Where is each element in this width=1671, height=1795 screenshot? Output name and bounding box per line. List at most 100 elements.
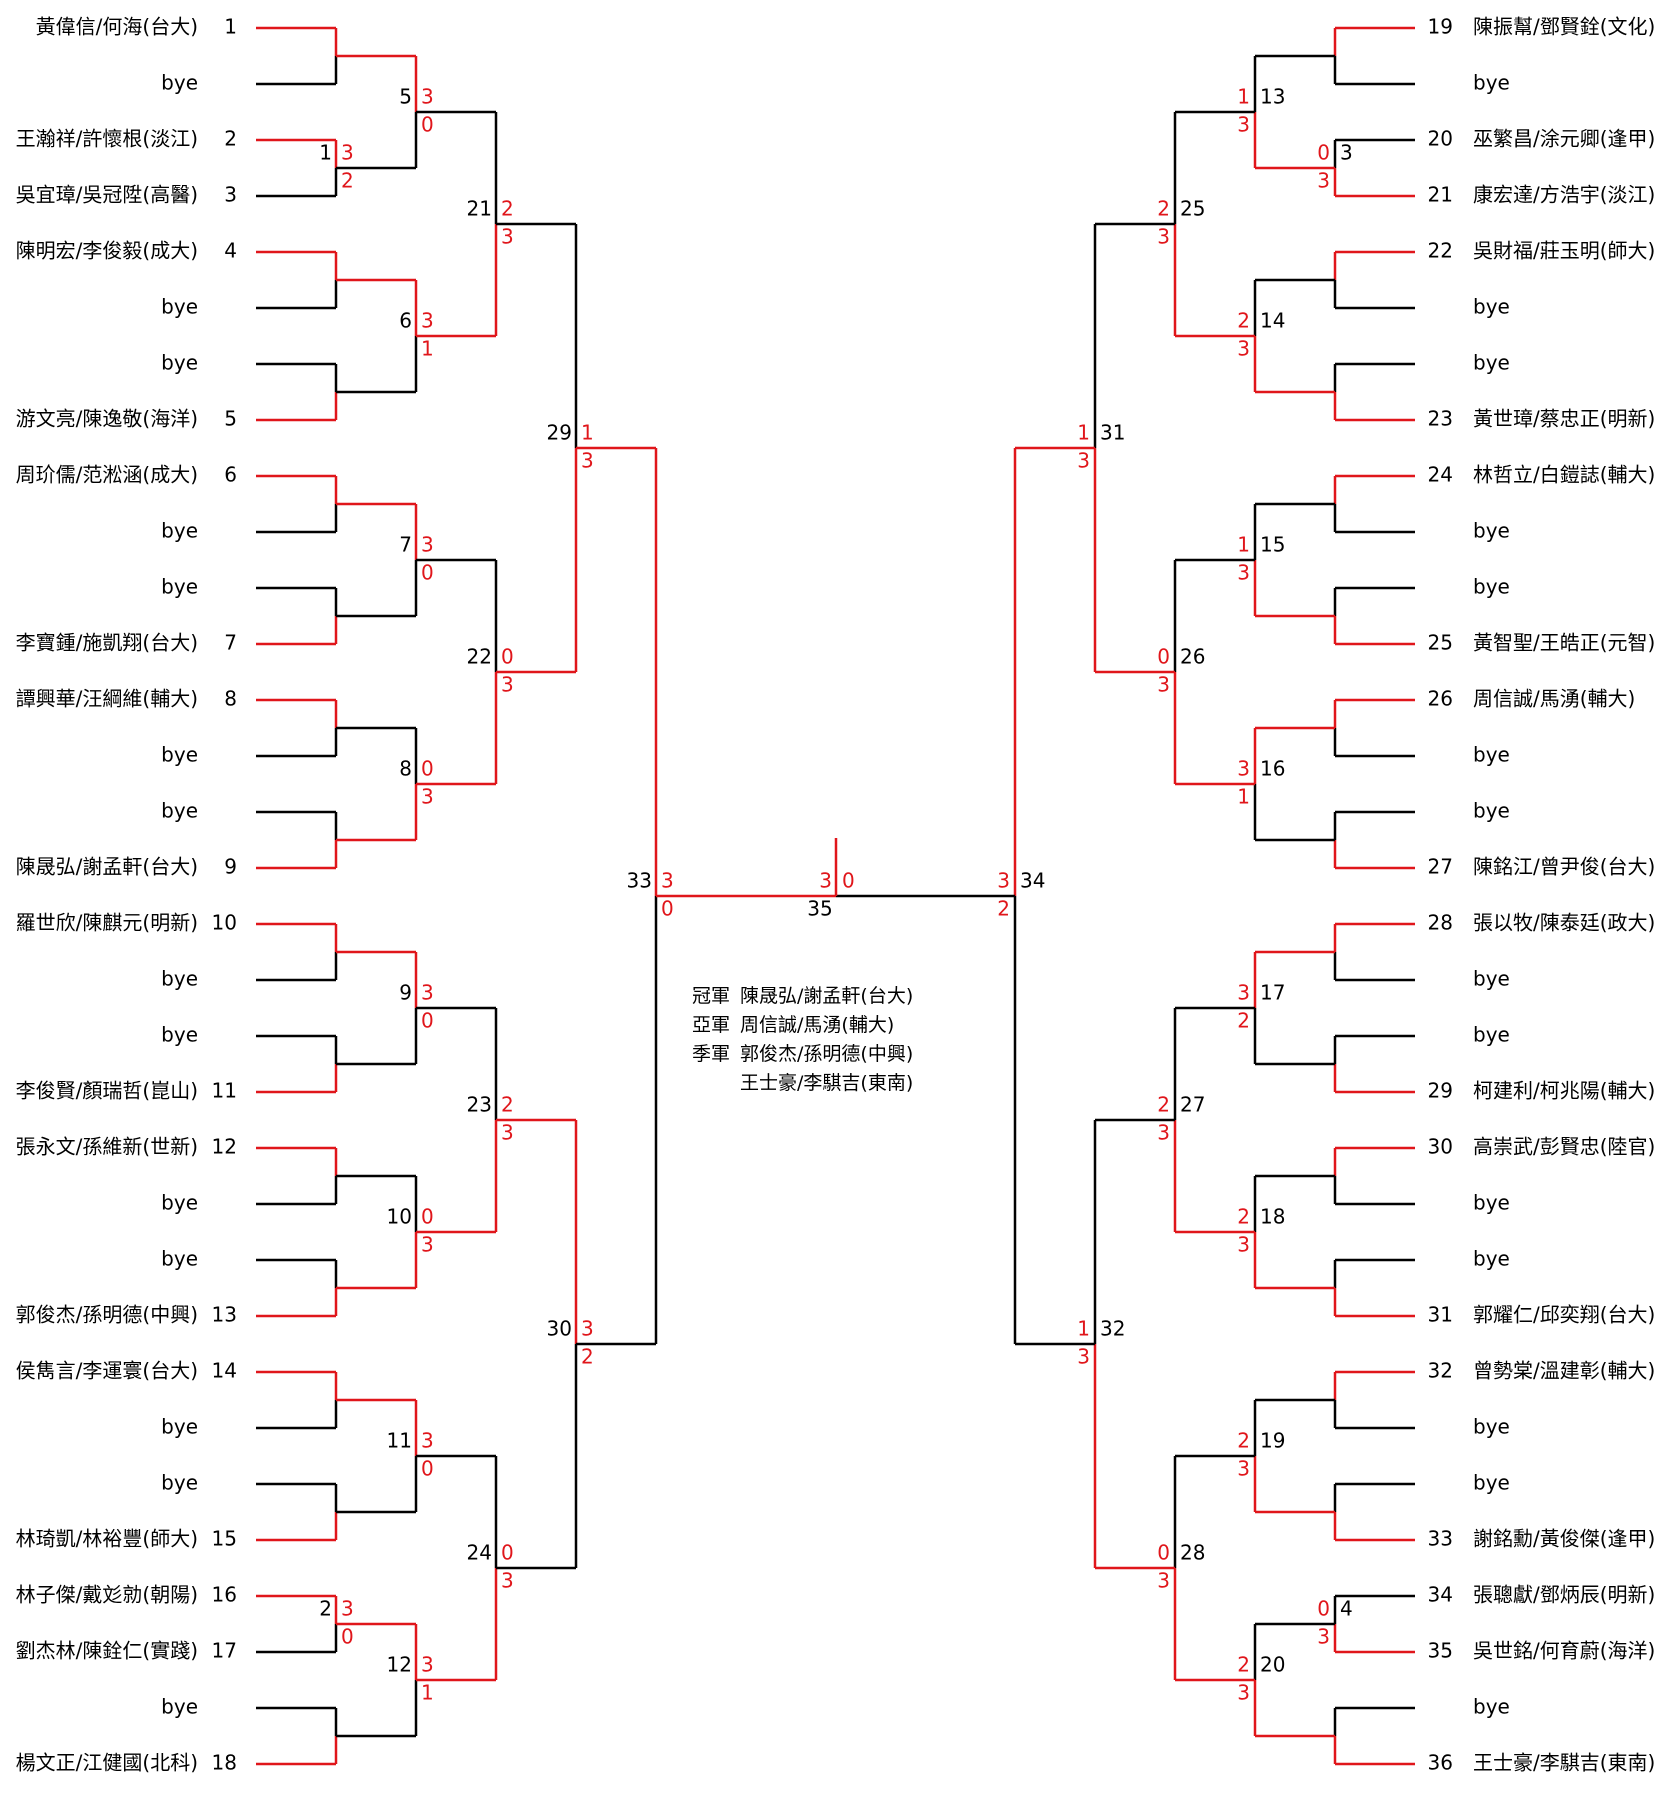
match-score: 2	[997, 897, 1010, 921]
match-score: 0	[421, 1205, 434, 1229]
award-names: 陳晟弘/謝孟軒(台大)	[740, 985, 914, 1007]
match-number: 26	[1180, 645, 1205, 669]
match-number: 7	[399, 533, 412, 557]
player-seed: 12	[212, 1135, 237, 1159]
player-name: bye	[1473, 743, 1510, 767]
match-number: 13	[1260, 85, 1285, 109]
match-score: 1	[1237, 533, 1250, 557]
player-name: bye	[161, 1695, 198, 1719]
match-score: 2	[341, 169, 354, 193]
match-score: 3	[421, 981, 434, 1005]
player-name: 林哲立/白鎧誌(輔大)	[1473, 463, 1655, 487]
match-score: 2	[1157, 197, 1170, 221]
match-score: 3	[1317, 1625, 1330, 1649]
player-seed: 22	[1428, 239, 1453, 263]
player-name: bye	[1473, 71, 1510, 95]
match-score: 3	[1237, 1681, 1250, 1705]
player-seed: 29	[1428, 1079, 1453, 1103]
match-score: 0	[1317, 141, 1330, 165]
player-name: bye	[161, 967, 198, 991]
match-score: 0	[341, 1625, 354, 1649]
match-number: 27	[1180, 1093, 1205, 1117]
match-score: 0	[1317, 1597, 1330, 1621]
player-name: 侯雋言/李運寰(台大)	[16, 1359, 198, 1383]
match-score: 3	[1237, 1457, 1250, 1481]
match-number: 8	[399, 757, 412, 781]
match-number: 16	[1260, 757, 1285, 781]
player-seed: 11	[212, 1079, 237, 1103]
award-title: 亞軍	[692, 1014, 731, 1036]
match-score: 3	[1317, 169, 1330, 193]
player-name: bye	[161, 1191, 198, 1215]
player-name: 王士豪/李騏吉(東南)	[1473, 1751, 1655, 1775]
player-name: bye	[1473, 1415, 1510, 1439]
match-number: 1	[319, 141, 332, 165]
match-score: 3	[501, 1569, 514, 1593]
match-number: 17	[1260, 981, 1285, 1005]
player-name: bye	[161, 351, 198, 375]
player-seed: 16	[212, 1583, 237, 1607]
player-seed: 24	[1428, 463, 1453, 487]
award-third: 季軍郭俊杰/孫明德(中興)	[692, 1040, 913, 1069]
match-score: 3	[1157, 673, 1170, 697]
player-name: 郭俊杰/孫明德(中興)	[16, 1303, 198, 1327]
player-seed: 10	[212, 911, 237, 935]
match-score: 0	[501, 645, 514, 669]
match-score: 3	[341, 141, 354, 165]
final-match-number: 35	[807, 897, 832, 921]
player-name: 張以牧/陳泰廷(政大)	[1473, 911, 1655, 935]
match-score: 0	[421, 561, 434, 585]
player-seed: 34	[1428, 1583, 1453, 1607]
player-name: 高崇武/彭賢忠(陸官)	[1473, 1135, 1655, 1159]
player-seed: 1	[224, 15, 237, 39]
award-runner-up: 亞軍周信誠/馬湧(輔大)	[692, 1011, 913, 1040]
match-score: 3	[421, 1653, 434, 1677]
award-title: 冠軍	[692, 985, 731, 1007]
match-number: 12	[387, 1653, 412, 1677]
match-score: 2	[1157, 1093, 1170, 1117]
player-name: 周玠儒/范淞涵(成大)	[16, 463, 198, 487]
match-score: 3	[1237, 981, 1250, 1005]
player-name: 康宏達/方浩宇(淡江)	[1473, 183, 1655, 207]
awards-list: 冠軍陳晟弘/謝孟軒(台大) 亞軍周信誠/馬湧(輔大) 季軍郭俊杰/孫明德(中興)…	[692, 982, 913, 1098]
match-number: 10	[387, 1205, 412, 1229]
match-number: 33	[627, 869, 652, 893]
match-number: 23	[467, 1093, 492, 1117]
match-number: 14	[1260, 309, 1285, 333]
match-score: 3	[341, 1597, 354, 1621]
player-name: bye	[161, 295, 198, 319]
player-seed: 26	[1428, 687, 1453, 711]
match-score: 3	[997, 869, 1010, 893]
award-title: 季軍	[692, 1043, 731, 1065]
player-name: bye	[1473, 1191, 1510, 1215]
player-seed: 32	[1428, 1359, 1453, 1383]
match-score: 0	[661, 897, 674, 921]
player-seed: 19	[1428, 15, 1453, 39]
match-score: 3	[1237, 337, 1250, 361]
match-score: 1	[1237, 85, 1250, 109]
player-seed: 4	[224, 239, 237, 263]
player-seed: 28	[1428, 911, 1453, 935]
match-score: 3	[501, 673, 514, 697]
player-name: 黃偉信/何海(台大)	[36, 15, 198, 39]
match-score: 0	[501, 1541, 514, 1565]
player-name: 謝銘勳/黃俊傑(逢甲)	[1473, 1527, 1655, 1551]
player-name: 李寶鍾/施凱翔(台大)	[16, 631, 198, 655]
match-number: 3	[1340, 141, 1353, 165]
player-name: bye	[1473, 1695, 1510, 1719]
player-seed: 17	[212, 1639, 237, 1663]
player-seed: 21	[1428, 183, 1453, 207]
player-name: 陳明宏/李俊毅(成大)	[16, 239, 198, 263]
player-name: 游文亮/陳逸敬(海洋)	[16, 407, 198, 431]
player-name: bye	[1473, 575, 1510, 599]
player-name: 黃智聖/王皓正(元智)	[1473, 631, 1655, 655]
player-name: 吳宜璋/吳冠陞(高醫)	[16, 183, 198, 207]
final-score: 0	[842, 869, 855, 893]
player-seed: 30	[1428, 1135, 1453, 1159]
match-score: 3	[421, 85, 434, 109]
player-name: bye	[161, 519, 198, 543]
match-score: 1	[581, 421, 594, 445]
match-score: 3	[661, 869, 674, 893]
player-name: 柯建利/柯兆陽(輔大)	[1473, 1079, 1655, 1103]
match-score: 2	[1237, 1429, 1250, 1453]
